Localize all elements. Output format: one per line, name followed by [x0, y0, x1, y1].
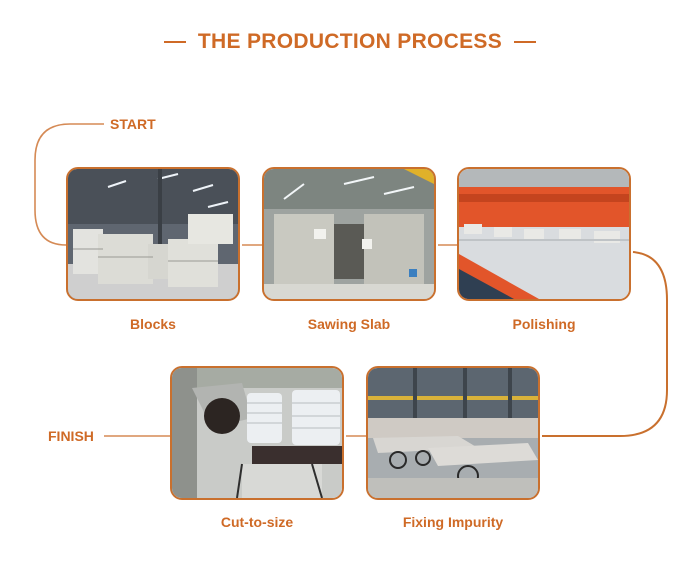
start-connector — [34, 123, 104, 246]
step-label-blocks: Blocks — [130, 316, 176, 332]
sawing-slab-image — [262, 167, 436, 301]
fixing-impurity-image — [366, 366, 540, 500]
step-label-sawing-slab: Sawing Slab — [307, 316, 391, 332]
finish-label: FINISH — [48, 428, 94, 444]
step-label-cut-to-size: Cut-to-size — [220, 514, 294, 530]
step-label-fixing-impurity: Fixing Impurity — [402, 514, 504, 530]
polishing-image — [457, 167, 631, 301]
start-label: START — [110, 116, 156, 132]
title-dash-left — [163, 40, 186, 43]
blocks-image — [66, 167, 240, 301]
cut-to-size-image — [170, 366, 344, 500]
step-label-polishing: Polishing — [512, 316, 576, 332]
title-dash-right — [514, 40, 537, 43]
page-header: THE PRODUCTION PROCESS — [0, 30, 700, 54]
connector-polishing-fixing — [542, 251, 668, 437]
page-title: THE PRODUCTION PROCESS — [197, 30, 503, 53]
